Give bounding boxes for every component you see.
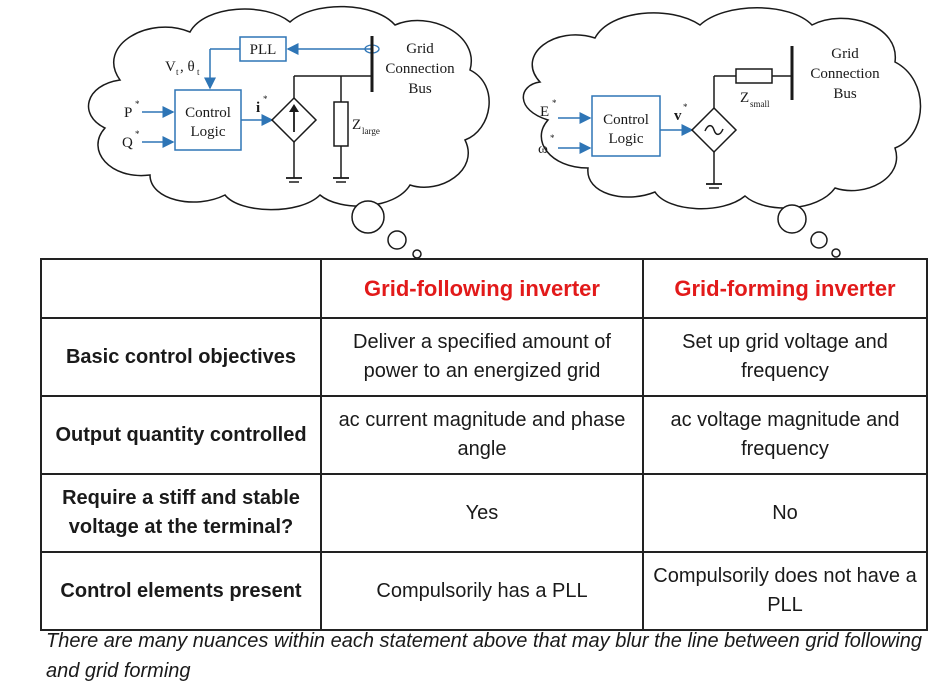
svg-text:Z: Z — [352, 117, 361, 133]
table-row: Require a stiff and stable voltage at th… — [40, 473, 928, 553]
svg-text:small: small — [750, 99, 770, 109]
svg-text:Z: Z — [740, 90, 749, 106]
svg-text:t: t — [176, 67, 179, 77]
row-label: Output quantity controlled — [40, 395, 322, 475]
svg-text:Grid: Grid — [406, 41, 434, 57]
header-grid-following: Grid-following inverter — [320, 258, 644, 319]
grid-forming-cloud — [522, 7, 922, 258]
header-grid-forming: Grid-forming inverter — [642, 258, 928, 319]
svg-text:, θ: , θ — [180, 59, 195, 75]
table-cell: ac voltage magnitude and frequency — [642, 395, 928, 475]
table-cell: Compulsorily has a PLL — [320, 551, 644, 631]
svg-text:*: * — [683, 102, 688, 112]
p-ref-label: P — [124, 105, 132, 121]
table-cell: Yes — [320, 473, 644, 553]
svg-text:large: large — [362, 126, 380, 136]
pll-label: PLL — [250, 42, 277, 58]
row-label: Control elements present — [40, 551, 322, 631]
svg-text:t: t — [197, 67, 200, 77]
current-ref-label: i — [256, 100, 260, 116]
svg-text:Bus: Bus — [408, 81, 432, 97]
table-cell: No — [642, 473, 928, 553]
svg-text:Control: Control — [603, 112, 649, 128]
table-cell: Compulsorily does not have a PLL — [642, 551, 928, 631]
omega-ref-label: ω — [538, 141, 548, 157]
svg-text:Grid: Grid — [831, 46, 859, 62]
svg-text:Connection: Connection — [385, 61, 455, 77]
svg-text:*: * — [135, 99, 140, 109]
control-logic-block — [174, 89, 242, 151]
svg-text:Logic: Logic — [191, 124, 226, 140]
table-row: Output quantity controlled ac current ma… — [40, 395, 928, 475]
table-cell: Deliver a specified amount of power to a… — [320, 317, 644, 397]
table-row: Control elements present Compulsorily ha… — [40, 551, 928, 631]
svg-text:*: * — [550, 133, 555, 143]
svg-text:Control: Control — [185, 105, 231, 121]
z-small-impedance — [735, 68, 773, 84]
e-ref-label: E — [540, 104, 549, 120]
svg-text:Bus: Bus — [833, 86, 857, 102]
header-empty-cell — [40, 258, 322, 319]
grid-forming-circuit: Control Logic E * ω * v * Z small Grid C… — [538, 46, 880, 189]
svg-text:*: * — [135, 129, 140, 139]
grid-following-circuit: PLL V t , θ t Control Logic P * Q * i * — [122, 36, 455, 183]
svg-text:Connection: Connection — [810, 66, 880, 82]
svg-text:Logic: Logic — [609, 131, 644, 147]
row-label: Basic control objectives — [40, 317, 322, 397]
row-label: Require a stiff and stable voltage at th… — [40, 473, 322, 553]
table-cell: ac current magnitude and phase angle — [320, 395, 644, 475]
z-large-impedance — [333, 101, 349, 147]
table-cell: Set up grid voltage and frequency — [642, 317, 928, 397]
svg-text:*: * — [263, 94, 268, 104]
control-logic-block-forming — [591, 95, 661, 157]
svg-text:*: * — [552, 98, 557, 108]
q-ref-label: Q — [122, 135, 133, 151]
caption-note: There are many nuances within each state… — [46, 630, 923, 682]
comparison-table: Grid-following inverter Grid-forming inv… — [40, 258, 928, 631]
svg-text:V: V — [165, 59, 176, 75]
table-header-row: Grid-following inverter Grid-forming inv… — [40, 258, 928, 319]
table-row: Basic control objectives Deliver a speci… — [40, 317, 928, 397]
inverter-diagrams: PLL V t , θ t Control Logic P * Q * i * — [87, 5, 922, 259]
voltage-ref-label: v — [674, 108, 682, 124]
